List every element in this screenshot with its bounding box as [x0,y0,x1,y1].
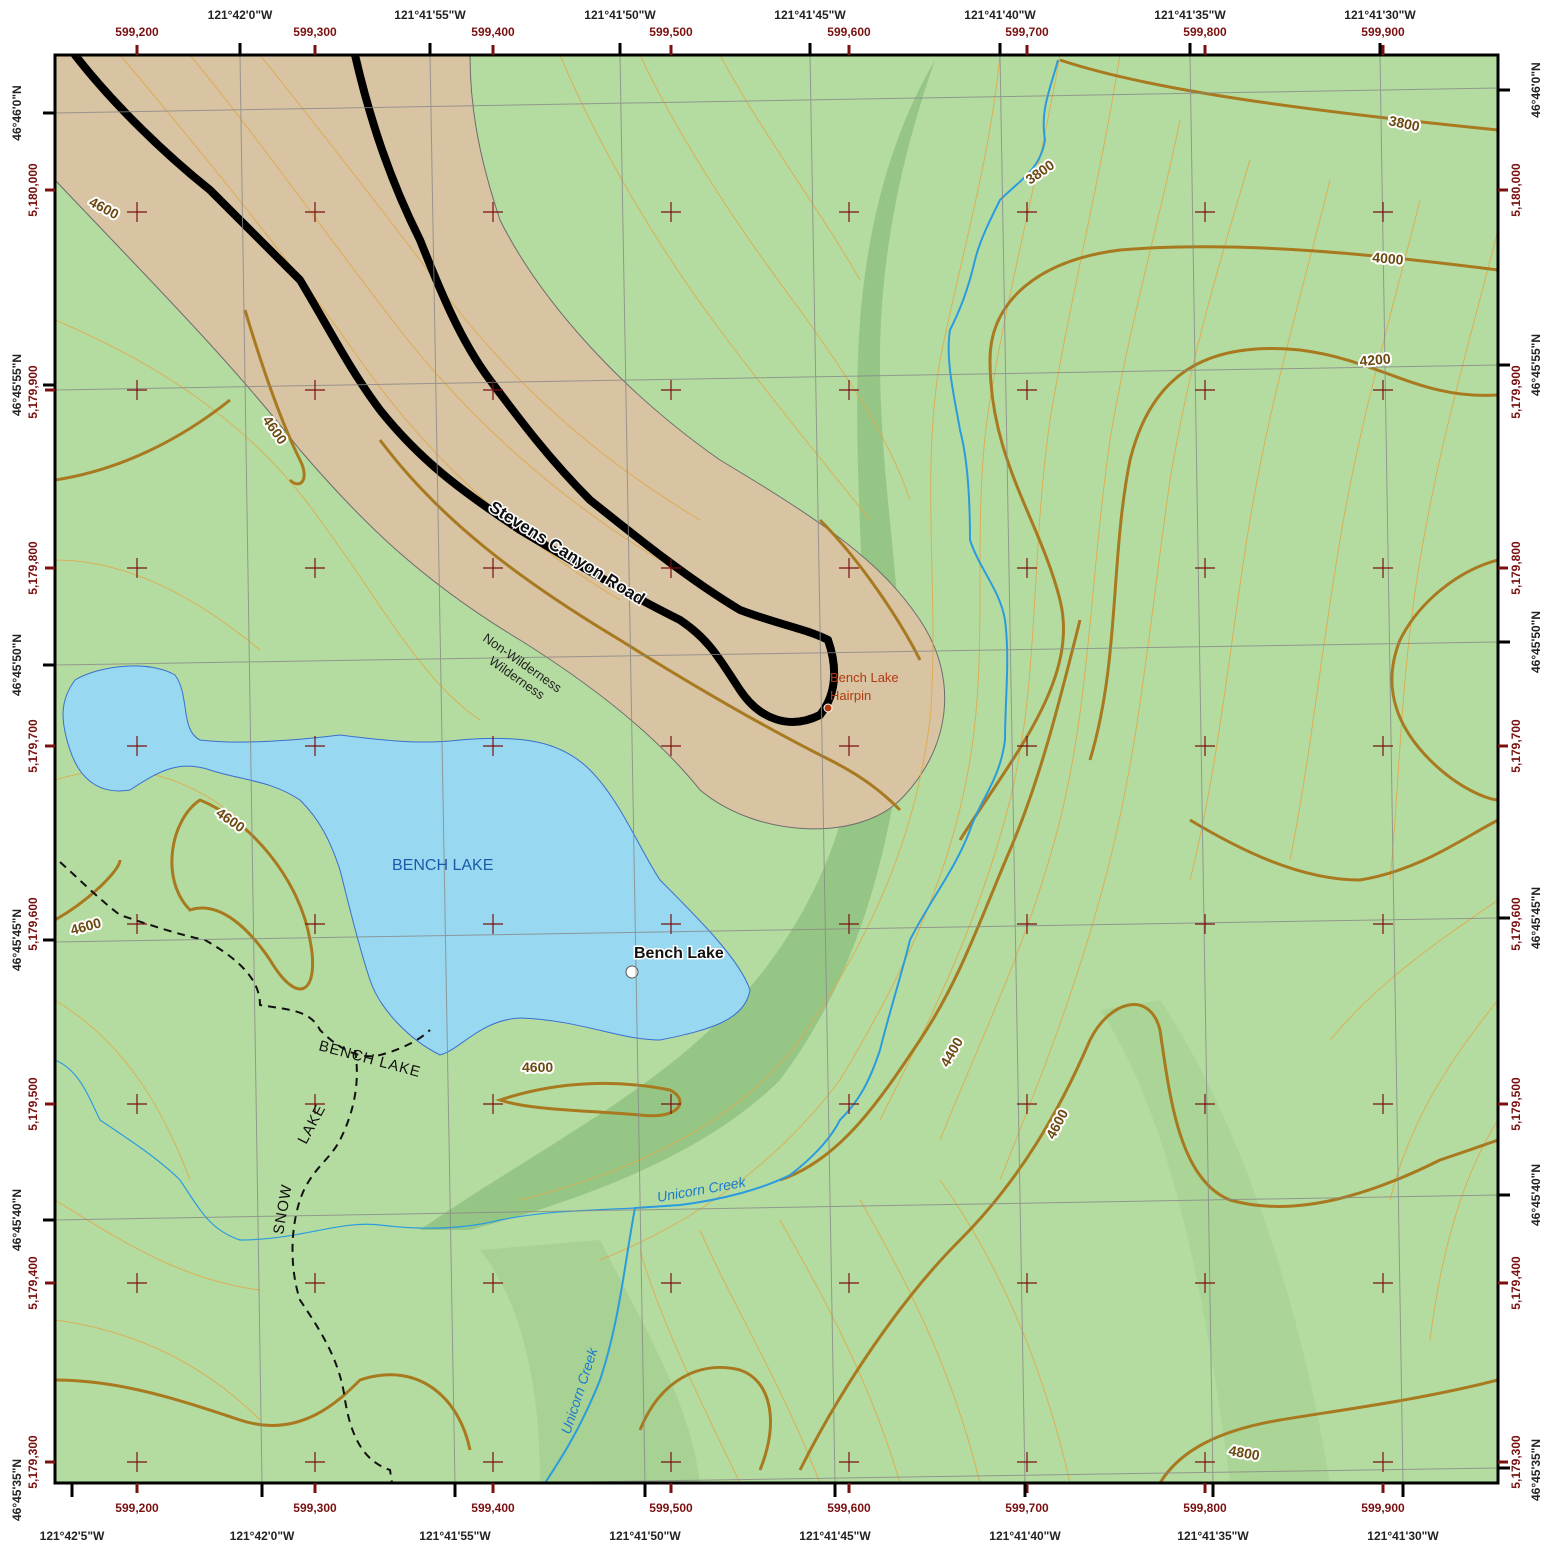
utm-northing-label: 5,179,700 [1509,719,1523,773]
longitude-label: 121°41'45"W [774,8,846,22]
bench-lake-trail [59,861,431,1483]
contour-label: 4200 [1359,350,1392,369]
longitude-label: 121°41'35"W [1154,8,1226,22]
utm-easting-label: 599,600 [827,1501,871,1515]
hairpin-label: Bench Lake [830,670,899,685]
latitude-label: 46°45'50"N [1529,611,1543,673]
utm-northing-label: 5,179,300 [26,1435,40,1489]
utm-northing-label: 5,179,800 [26,541,40,595]
longitude-label: 121°41'30"W [1367,1529,1439,1543]
utm-northing-label: 5,179,500 [26,1077,40,1131]
latitude-label: 46°45'45"N [1529,887,1543,949]
utm-northing-label: 5,179,700 [26,719,40,773]
bench-lake-marker[interactable] [625,965,639,979]
utm-crosses [127,202,1393,1472]
utm-northing-label: 5,179,600 [26,897,40,951]
utm-easting-label: 599,900 [1361,25,1405,39]
stevens-canyon-road [71,55,839,726]
map-body: 4600 4600 4600 4600 4600 4600 3800 3800 … [55,55,1498,1483]
index-contours [55,58,1498,1483]
latitude-label: 46°45'35"N [10,1459,24,1521]
graticule [55,55,1498,1483]
top-ticks: 599,200 599,300 599,400 599,500 599,600 … [115,8,1416,55]
utm-easting-label: 599,300 [293,25,337,39]
utm-easting-label: 599,300 [293,1501,337,1515]
utm-northing-label: 5,179,300 [1509,1435,1523,1489]
hairpin-marker[interactable] [823,703,833,713]
latitude-label: 46°46'0"N [1529,62,1543,117]
bottom-ticks: 599,200 599,300 599,400 599,500 599,600 … [40,1483,1439,1543]
utm-easting-label: 599,500 [649,25,693,39]
utm-northing-label: 5,179,400 [26,1256,40,1310]
map-frame [53,53,1500,1485]
longitude-label: 121°41'30"W [1344,8,1416,22]
creek-tributary [55,1059,636,1241]
bench-lake-water [62,665,751,1056]
longitude-label: 121°41'40"W [989,1529,1061,1543]
utm-easting-label: 599,500 [649,1501,693,1515]
utm-northing-label: 5,179,600 [1509,897,1523,951]
utm-northing-label: 5,179,800 [1509,541,1523,595]
utm-easting-label: 599,700 [1005,25,1049,39]
longitude-label: 121°41'45"W [799,1529,871,1543]
latitude-label: 46°45'45"N [10,909,24,971]
latitude-label: 46°45'35"N [1529,1439,1543,1501]
utm-northing-label: 5,180,000 [1509,163,1523,217]
longitude-label: 121°41'35"W [1177,1529,1249,1543]
utm-easting-label: 599,800 [1183,25,1227,39]
stevens-canyon-road-upper [351,55,832,644]
longitude-label: 121°41'50"W [584,8,656,22]
bench-lake-poi-label: Bench Lake [634,945,724,962]
utm-easting-label: 599,200 [115,25,159,39]
utm-northing-label: 5,180,000 [26,163,40,217]
longitude-label: 121°41'50"W [609,1529,681,1543]
latitude-label: 46°45'40"N [1529,1164,1543,1226]
longitude-label: 121°41'55"W [394,8,466,22]
hillshade-ravine [420,60,935,1230]
latitude-label: 46°45'40"N [10,1189,24,1251]
utm-easting-label: 599,200 [115,1501,159,1515]
unicorn-creek [544,59,1059,1483]
longitude-label: 121°41'55"W [419,1529,491,1543]
longitude-label: 121°42'0"W [208,8,273,22]
latitude-label: 46°45'55"N [1529,334,1543,396]
latitude-label: 46°46'0"N [10,85,24,140]
latitude-label: 46°45'55"N [10,354,24,416]
left-ticks: 5,180,000 5,179,900 5,179,800 5,179,700 … [10,85,55,1521]
utm-easting-label: 599,600 [827,25,871,39]
contour-label: 4000 [1372,249,1405,268]
hillshade-east [1100,1000,1330,1483]
longitude-label: 121°42'5"W [40,1529,105,1543]
utm-easting-label: 599,900 [1361,1501,1405,1515]
utm-easting-label: 599,800 [1183,1501,1227,1515]
longitude-label: 121°41'40"W [964,8,1036,22]
utm-easting-label: 599,400 [471,25,515,39]
utm-northing-label: 5,179,900 [1509,365,1523,419]
utm-easting-label: 599,400 [471,1501,515,1515]
utm-northing-label: 5,179,900 [26,365,40,419]
right-ticks: 5,180,000 5,179,900 5,179,800 5,179,700 … [1498,62,1543,1501]
utm-northing-label: 5,179,400 [1509,1256,1523,1310]
utm-easting-label: 599,700 [1005,1501,1049,1515]
utm-northing-label: 5,179,500 [1509,1077,1523,1131]
hairpin-label: Hairpin [830,688,871,703]
lake-name-label: BENCH LAKE [392,857,493,874]
contour-label: 4600 [522,1059,553,1075]
longitude-label: 121°42'0"W [230,1529,295,1543]
latitude-label: 46°45'50"N [10,634,24,696]
